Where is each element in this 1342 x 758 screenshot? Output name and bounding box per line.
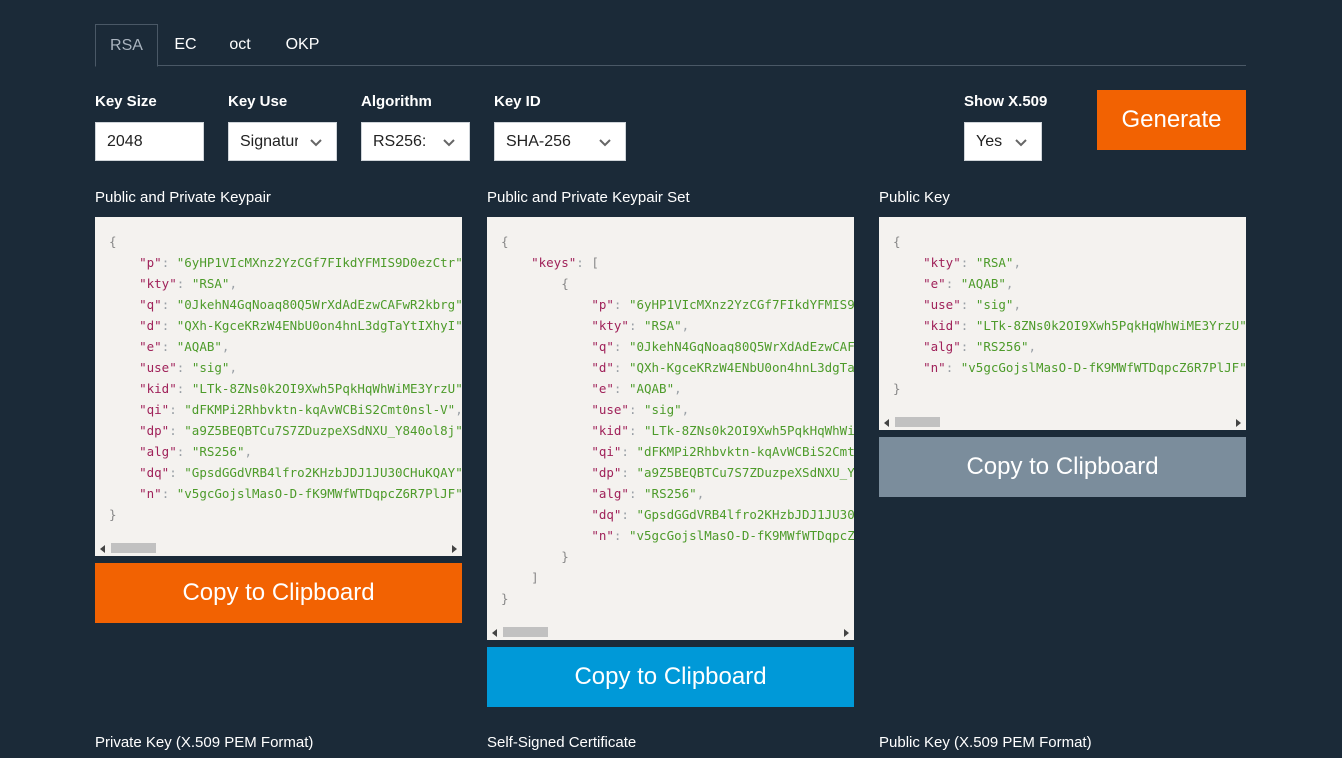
- key-id-label: Key ID: [494, 93, 541, 110]
- key-size-input[interactable]: 2048: [95, 122, 204, 161]
- key-id-select[interactable]: SHA-256: [494, 122, 626, 161]
- key-type-tabs: RSA EC oct OKP: [95, 24, 1246, 67]
- arrow-right-icon[interactable]: [452, 545, 457, 553]
- keypair-code-box[interactable]: { "p": "6yHP1VIcMXnz2YzCGf7FIkdYFMIS9D0e…: [95, 217, 462, 556]
- jwk-kid: "LTk-8ZNs0k2OI9Xwh5PqkHqWhWiME3YrzU": [644, 423, 854, 438]
- jwk-alg: "RS256": [644, 486, 697, 501]
- jwk-n: "v5gcGojslMasO-D-fK9MWfWTDqpcZ6R7PlJF": [176, 486, 462, 501]
- horizontal-scrollbar[interactable]: [487, 624, 854, 640]
- tab-rsa[interactable]: RSA: [95, 24, 158, 67]
- generate-button[interactable]: Generate: [1097, 90, 1246, 150]
- key-use-label: Key Use: [228, 93, 288, 110]
- horizontal-scrollbar[interactable]: [95, 540, 462, 556]
- chevron-down-icon: [443, 139, 455, 147]
- jwk-dq: "GpsdGGdVRB4lfro2KHzbJDJ1JU30CHuKQAY": [636, 507, 854, 522]
- jwk-use: "sig": [644, 402, 682, 417]
- horizontal-scrollbar[interactable]: [879, 414, 1246, 430]
- jwk-alg: "RS256": [975, 339, 1029, 354]
- jwk-use: "sig": [191, 360, 230, 375]
- jwk-n: "v5gcGojslMasO-D-fK9MWfWTDqpcZ6R7PlJF": [628, 528, 854, 543]
- copy-keypair-button[interactable]: Copy to Clipboard: [95, 563, 462, 623]
- jwk-qi: "dFKMPi2Rhbvktn-kqAvWCBiS2Cmt0nsl-V": [184, 402, 456, 417]
- keypair-set-title: Public and Private Keypair Set: [487, 189, 690, 206]
- jwk-dq: "GpsdGGdVRB4lfro2KHzbJDJ1JU30CHuKQAY": [184, 465, 462, 480]
- jwk-qi: "dFKMPi2Rhbvktn-kqAvWCBiS2Cmt0nsl-V": [636, 444, 854, 459]
- jwk-kid: "LTk-8ZNs0k2OI9Xwh5PqkHqWhWiME3YrzU": [191, 381, 462, 396]
- jwk-dp: "a9Z5BEQBTCu7S7ZDuzpeXSdNXU_Y840ol8j": [184, 423, 462, 438]
- scrollbar-thumb[interactable]: [503, 627, 548, 637]
- jwk-n: "v5gcGojslMasO-D-fK9MWfWTDqpcZ6R7PlJF": [960, 360, 1246, 375]
- public-key-code-box[interactable]: { "kty": "RSA", "e": "AQAB", "use": "sig…: [879, 217, 1246, 430]
- show-x509-value: Yes: [976, 133, 1003, 150]
- jwk-e: "AQAB": [960, 276, 1006, 291]
- jwk-kid: "LTk-8ZNs0k2OI9Xwh5PqkHqWhWiME3YrzU": [975, 318, 1246, 333]
- chevron-down-icon: [599, 139, 611, 147]
- jwk-q: "0JkehN4GqNoaq80Q5WrXdAdEzwCAFwR2kbrg": [176, 297, 462, 312]
- jwk-dp: "a9Z5BEQBTCu7S7ZDuzpeXSdNXU_Y840ol8j": [636, 465, 854, 480]
- tab-ec[interactable]: EC: [174, 36, 197, 53]
- private-pem-title: Private Key (X.509 PEM Format): [95, 734, 314, 751]
- key-use-value: Signature: [240, 133, 298, 150]
- tab-oct[interactable]: oct: [229, 36, 251, 53]
- jwk-d: "QXh-KgceKRzW4ENbU0on4hnL3dgTaYtIXhyI": [176, 318, 462, 333]
- chevron-down-icon: [310, 139, 322, 147]
- scrollbar-thumb[interactable]: [111, 543, 156, 553]
- arrow-right-icon[interactable]: [1236, 419, 1241, 427]
- scrollbar-thumb[interactable]: [895, 417, 940, 427]
- algorithm-select[interactable]: RS256: RSASSA: [361, 122, 470, 161]
- keypair-title: Public and Private Keypair: [95, 189, 271, 206]
- jwk-p: "6yHP1VIcMXnz2YzCGf7FIkdYFMIS9D0ezCtr": [628, 297, 854, 312]
- show-x509-label: Show X.509: [964, 93, 1048, 110]
- jwk-p: "6yHP1VIcMXnz2YzCGf7FIkdYFMIS9D0ezCtr": [176, 255, 462, 270]
- arrow-left-icon[interactable]: [492, 629, 497, 637]
- jwk-use: "sig": [975, 297, 1014, 312]
- jwk-kty: "RSA": [644, 318, 682, 333]
- jwk-d: "QXh-KgceKRzW4ENbU0on4hnL3dgTaYtIXhyI": [628, 360, 854, 375]
- tab-okp[interactable]: OKP: [285, 36, 320, 53]
- key-use-select[interactable]: Signature: [228, 122, 337, 161]
- chevron-down-icon: [1015, 139, 1027, 147]
- key-id-value: SHA-256: [506, 133, 571, 150]
- jwk-e: "AQAB": [628, 381, 675, 396]
- public-pem-title: Public Key (X.509 PEM Format): [879, 734, 1092, 751]
- public-key-title: Public Key: [879, 189, 950, 206]
- key-size-label: Key Size: [95, 93, 157, 110]
- keypair-set-code-box[interactable]: { "keys": [ { "p": "6yHP1VIcMXnz2YzCGf7F…: [487, 217, 854, 640]
- show-x509-select[interactable]: Yes: [964, 122, 1042, 161]
- arrow-left-icon[interactable]: [884, 419, 889, 427]
- self-signed-cert-title: Self-Signed Certificate: [487, 734, 637, 751]
- jwk-kty: "RSA": [975, 255, 1014, 270]
- arrow-right-icon[interactable]: [844, 629, 849, 637]
- jwk-alg: "RS256": [191, 444, 245, 459]
- arrow-left-icon[interactable]: [100, 545, 105, 553]
- algorithm-label: Algorithm: [361, 93, 432, 110]
- copy-public-key-button[interactable]: Copy to Clipboard: [879, 437, 1246, 497]
- jwk-q: "0JkehN4GqNoaq80Q5WrXdAdEzwCAFwR2kbrg": [628, 339, 854, 354]
- algorithm-value: RS256: RSASSA: [373, 133, 431, 150]
- jwk-kty: "RSA": [191, 276, 230, 291]
- jwk-e: "AQAB": [176, 339, 222, 354]
- copy-keypair-set-button[interactable]: Copy to Clipboard: [487, 647, 854, 707]
